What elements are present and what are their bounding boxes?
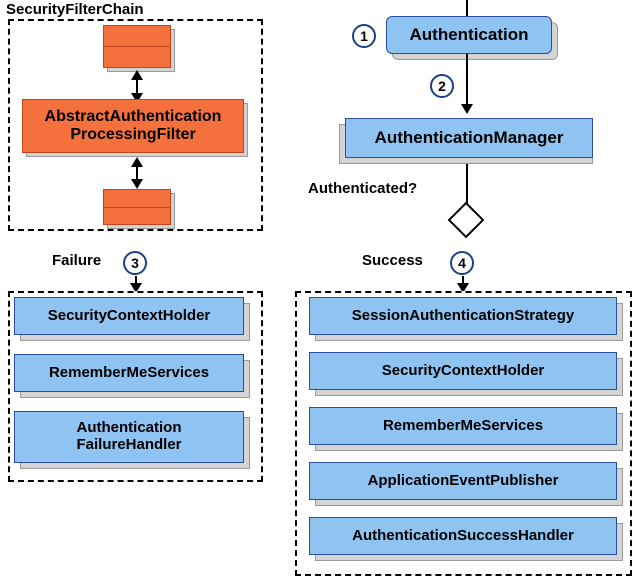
- step-number-2: 2: [430, 74, 454, 98]
- success-item-4[interactable]: AuthenticationSuccessHandler: [309, 517, 617, 555]
- success-branch-arrowhead: [457, 283, 469, 293]
- success-item-3[interactable]: ApplicationEventPublisher: [309, 462, 617, 500]
- authentication-manager-box[interactable]: AuthenticationManager: [345, 118, 593, 158]
- success-item-2[interactable]: RememberMeServices: [309, 407, 617, 445]
- failure-branch-line: [135, 276, 137, 286]
- filter-below-arrow-up: [131, 157, 143, 167]
- manager-to-decision-line: [466, 164, 468, 208]
- filter-above-arrow-down: [131, 93, 143, 103]
- failure-item-2-line2: FailureHandler: [76, 436, 182, 453]
- failure-branch-arrowhead: [130, 283, 142, 293]
- step-number-1: 1: [352, 24, 376, 48]
- failure-item-2[interactable]: Authentication FailureHandler: [14, 411, 244, 463]
- failure-item-0[interactable]: SecurityContextHolder: [14, 297, 244, 335]
- auth-to-manager-line: [466, 54, 468, 106]
- incoming-flow-line: [466, 0, 468, 16]
- success-item-0[interactable]: SessionAuthenticationStrategy: [309, 297, 617, 335]
- filter-below-arrow-down: [131, 179, 143, 189]
- filter-above-arrow-up: [131, 70, 143, 80]
- step-number-3: 3: [123, 251, 147, 275]
- apf-label-line2: ProcessingFilter: [70, 126, 196, 143]
- filter-below-box[interactable]: [103, 189, 171, 225]
- filter-above-connector: [136, 79, 138, 94]
- success-item-1[interactable]: SecurityContextHolder: [309, 352, 617, 390]
- decision-label: Authenticated?: [308, 180, 418, 197]
- failure-item-1[interactable]: RememberMeServices: [14, 354, 244, 392]
- failure-item-2-line1: Authentication: [76, 419, 182, 437]
- success-label: Success: [362, 252, 423, 269]
- filter-below-connector: [136, 166, 138, 180]
- success-branch-line: [462, 276, 464, 286]
- failure-label: Failure: [52, 252, 102, 269]
- abstract-auth-processing-filter-box[interactable]: AbstractAuthentication ProcessingFilter: [22, 99, 244, 153]
- security-filter-chain-title: SecurityFilterChain: [6, 1, 144, 18]
- apf-label-line1: AbstractAuthentication: [44, 108, 222, 126]
- authentication-box[interactable]: Authentication: [386, 16, 552, 54]
- auth-to-manager-arrowhead: [461, 104, 473, 114]
- step-number-4: 4: [450, 251, 474, 275]
- filter-above-box[interactable]: [103, 25, 171, 68]
- decision-diamond: [447, 201, 485, 239]
